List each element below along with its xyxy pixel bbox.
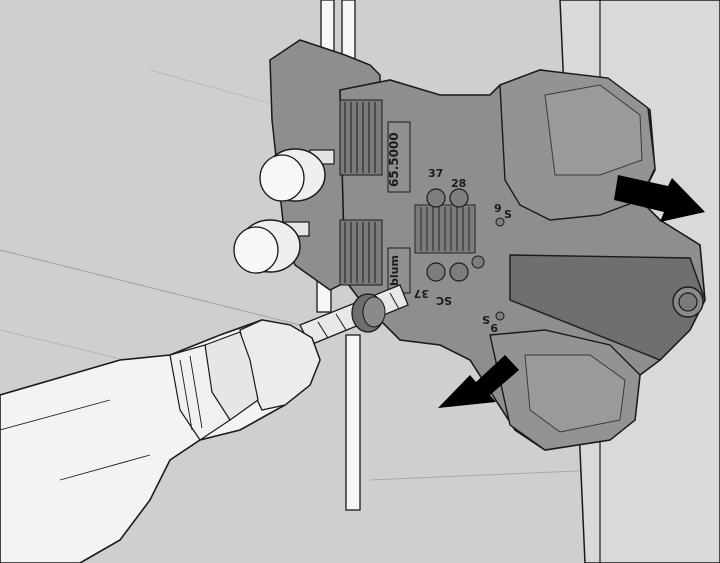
- drilling-jig: 65.5000 blum 37 28 37 SC 9 S 9 S: [269, 39, 706, 451]
- edge-label-top-a: 9: [494, 202, 502, 215]
- drill-bit: [299, 284, 409, 346]
- edge-label-top-b: S: [504, 208, 512, 221]
- brand-mark: blum: [388, 255, 401, 286]
- hole-label-lower-left: 37: [414, 287, 429, 300]
- hole-label-upper-left: 37: [428, 167, 443, 180]
- edge-label-bottom-a: 9: [490, 321, 498, 334]
- edge-label-bottom-b: S: [482, 313, 490, 326]
- hole-label-lower-right: SC: [436, 294, 452, 307]
- hole-label-upper-right: 28: [451, 177, 466, 190]
- clamp-knob-lower: [233, 219, 310, 274]
- clamp-knob-upper: [259, 148, 335, 202]
- power-drill: [0, 319, 321, 563]
- push-arrow-lower: [438, 355, 519, 408]
- jig-model-number: 65.5000: [387, 132, 401, 187]
- push-arrow-upper: [614, 175, 705, 222]
